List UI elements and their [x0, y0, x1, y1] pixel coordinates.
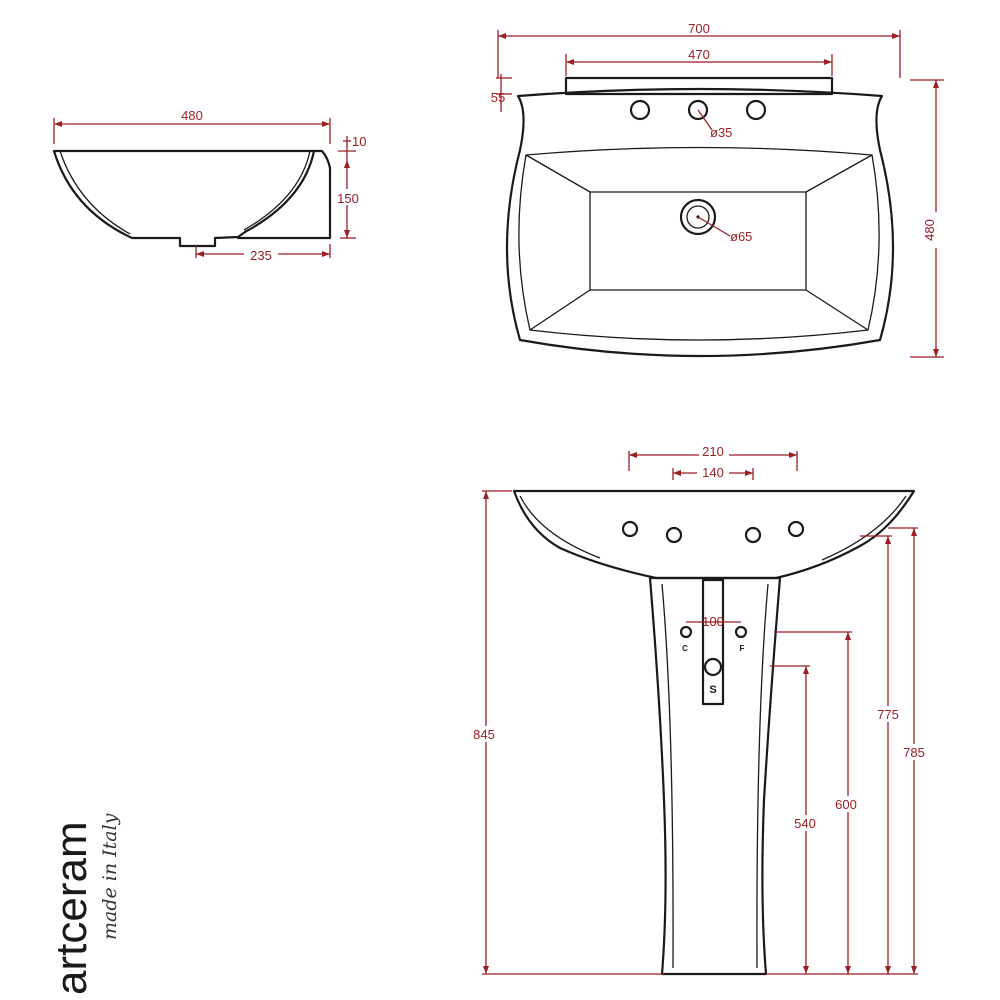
- tap-hole-right: [745, 99, 767, 121]
- tap-hole-left: [629, 99, 651, 121]
- front-view-basin-outline: [512, 489, 916, 580]
- side-rim-label: 10: [352, 134, 366, 149]
- side-view-rim-dimension: 10: [338, 134, 366, 160]
- side-view-basin-outline: [52, 149, 316, 248]
- front-view-bowl-height-dimension: 775: [860, 535, 904, 974]
- drain-hole: [679, 198, 717, 236]
- drain-outlet-point: [703, 657, 723, 677]
- brand-block: artceram made in Italy: [47, 813, 121, 995]
- top-view-depth-dimension: 480: [910, 79, 944, 358]
- top-depth-label: 480: [922, 219, 937, 241]
- top-view-tap-holes: [629, 99, 767, 121]
- front-view-total-height-dimension: 845: [470, 490, 664, 975]
- cold-supply-mark: C: [682, 644, 688, 653]
- tap-hole-center: [687, 99, 709, 121]
- front-bowl-height-label: 775: [877, 707, 899, 722]
- brand-logo-wordmark: artceram: [47, 821, 96, 995]
- side-drain-label: 235: [250, 248, 272, 263]
- front-view-supply-height-dimension: 600: [774, 631, 864, 974]
- front-view-outer-holes-dimension: 210: [628, 444, 798, 471]
- top-view-basin-well: [525, 154, 873, 331]
- hot-supply-mark: F: [740, 644, 745, 653]
- top-ledge-label: 55: [491, 90, 505, 105]
- drain-hole-diameter-label: ø65: [730, 229, 752, 244]
- front-view: C F S 210 140 100: [470, 444, 930, 976]
- front-view-supply-spacing-dimension: 100: [686, 614, 741, 629]
- side-view-height-dimension: 150: [334, 160, 362, 239]
- top-view-inner-rim: [518, 146, 880, 341]
- top-back-width-label: 470: [688, 47, 710, 62]
- front-supply-spacing-label: 100: [702, 614, 724, 629]
- top-view-back-width-dimension: 470: [565, 47, 833, 76]
- top-view-overall-width-dimension: 700: [497, 21, 901, 78]
- front-inner-holes-label: 140: [702, 465, 724, 480]
- side-view-wall-bracket: [236, 149, 332, 240]
- drain-outlet-mark: S: [709, 684, 716, 696]
- front-view-tap-holes: [621, 520, 805, 544]
- side-view-width-dimension: 480: [53, 108, 331, 144]
- top-view-outer-outline: [505, 87, 895, 358]
- front-view-rim-height-dimension: 785: [766, 527, 930, 975]
- front-total-height-label: 845: [473, 727, 495, 742]
- front-tap-hole-2: [665, 526, 683, 544]
- side-view-drain-dimension: 235: [195, 244, 331, 263]
- front-view-drain-height-dimension: 540: [770, 665, 823, 974]
- front-view-supply-points: C F S: [679, 625, 748, 696]
- front-tap-hole-4: [787, 520, 805, 538]
- front-view-basin-inner: [519, 495, 907, 561]
- front-view-inner-holes-dimension: 140: [672, 465, 754, 480]
- front-supply-height-label: 600: [835, 797, 857, 812]
- hot-supply-point: [734, 625, 748, 639]
- front-tap-hole-3: [744, 526, 762, 544]
- drain-trap: [701, 578, 725, 706]
- side-width-label: 480: [181, 108, 203, 123]
- front-outer-holes-label: 210: [702, 444, 724, 459]
- brand-tagline: made in Italy: [99, 813, 121, 940]
- tap-hole-diameter-label: ø35: [710, 125, 732, 140]
- front-rim-height-label: 785: [903, 745, 925, 760]
- side-height-label: 150: [337, 191, 359, 206]
- side-view: 480 10 150 235: [52, 108, 366, 263]
- cold-supply-point: [679, 625, 693, 639]
- front-view-pedestal-outline: [648, 576, 782, 976]
- top-view-hole-callouts: ø35 ø65: [697, 109, 752, 244]
- front-drain-height-label: 540: [794, 816, 816, 831]
- front-view-pedestal-inner: [661, 583, 769, 969]
- top-view-back-ledge: [564, 76, 834, 96]
- top-view-ledge-dimension: 55: [491, 74, 512, 112]
- top-overall-width-label: 700: [688, 21, 710, 36]
- front-tap-hole-1: [621, 520, 639, 538]
- side-view-inner-curve: [59, 150, 311, 235]
- top-view: 700 470 55 480 ø35: [491, 21, 944, 358]
